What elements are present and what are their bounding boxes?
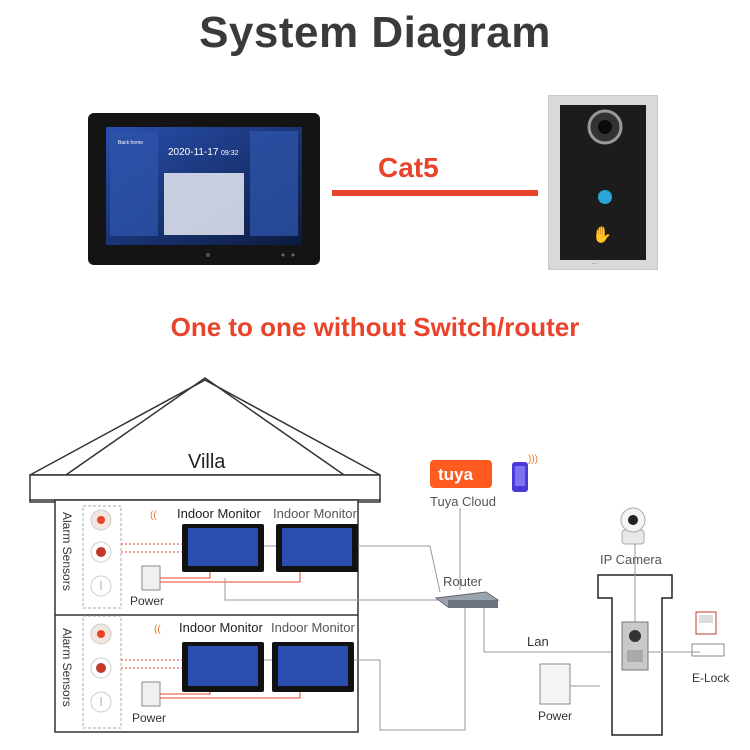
indoor-monitor-label: Indoor Monitor xyxy=(177,506,261,521)
wifi-icon: (( xyxy=(150,510,157,521)
alarm-sensors-label: Alarm Sensors xyxy=(60,628,74,707)
alarm-sensors-label: Alarm Sensors xyxy=(60,512,74,591)
rfid-icon: ✋ xyxy=(592,225,612,244)
network-wires xyxy=(224,508,620,731)
alarm-sensor-icon xyxy=(90,575,112,597)
tuya-logo-text: tuya xyxy=(438,465,474,484)
floor-2: Alarm Sensors (( Indoor Monitor Indoor M… xyxy=(60,615,355,729)
door-power-label: Power xyxy=(538,709,572,723)
door-station xyxy=(621,621,649,671)
indoor-monitor-label: Indoor Monitor xyxy=(179,620,263,635)
wifi-icon: (( xyxy=(154,624,161,635)
indoor-monitor-label: Indoor Monitor xyxy=(271,620,355,635)
alarm-sensor-icon xyxy=(90,509,112,531)
ip-camera-icon xyxy=(620,507,646,545)
lan-label: Lan xyxy=(527,634,549,649)
power-label: Power xyxy=(130,594,164,608)
monitor-time: 09:32 xyxy=(221,150,239,157)
villa-diagram: Alarm Sensors (( Indoor Monitor Indoor M… xyxy=(29,377,730,736)
monitor-date: 2020-11-17 xyxy=(168,147,219,158)
floor-1: Alarm Sensors (( Indoor Monitor Indoor M… xyxy=(60,505,358,609)
indoor-monitor-large: 2020-11-17 09:32 Back home xyxy=(88,113,320,265)
subtitle: One to one without Switch/router xyxy=(170,312,580,342)
power-supply xyxy=(141,565,161,591)
elock-icon xyxy=(691,611,725,657)
door-station-large: ✋ — xyxy=(548,95,658,270)
cat5-label: Cat5 xyxy=(378,152,439,183)
alarm-sensor-icon xyxy=(90,691,112,713)
cat5-cable xyxy=(332,190,538,196)
roof xyxy=(29,377,381,503)
alarm-sensor-icon xyxy=(90,541,112,563)
villa-label: Villa xyxy=(188,451,226,473)
tuya-logo-icon xyxy=(430,460,492,488)
power-supply xyxy=(539,663,571,705)
alarm-sensor-icon xyxy=(90,623,112,645)
page-title: System Diagram xyxy=(199,8,551,57)
elock-label: E-Lock xyxy=(692,671,730,685)
power-label: Power xyxy=(132,711,166,725)
indoor-monitor-label: Indoor Monitor xyxy=(273,506,357,521)
power-supply xyxy=(141,681,161,707)
svg-text:—: — xyxy=(592,261,597,267)
wifi-icon: ))) xyxy=(528,454,538,465)
router-label: Router xyxy=(443,574,483,589)
monitor-back-home: Back home xyxy=(118,140,143,146)
router-icon xyxy=(434,591,500,608)
alarm-sensor-icon xyxy=(90,657,112,679)
tuya-cloud-label: Tuya Cloud xyxy=(430,494,496,509)
ip-camera-label: IP Camera xyxy=(600,552,663,567)
